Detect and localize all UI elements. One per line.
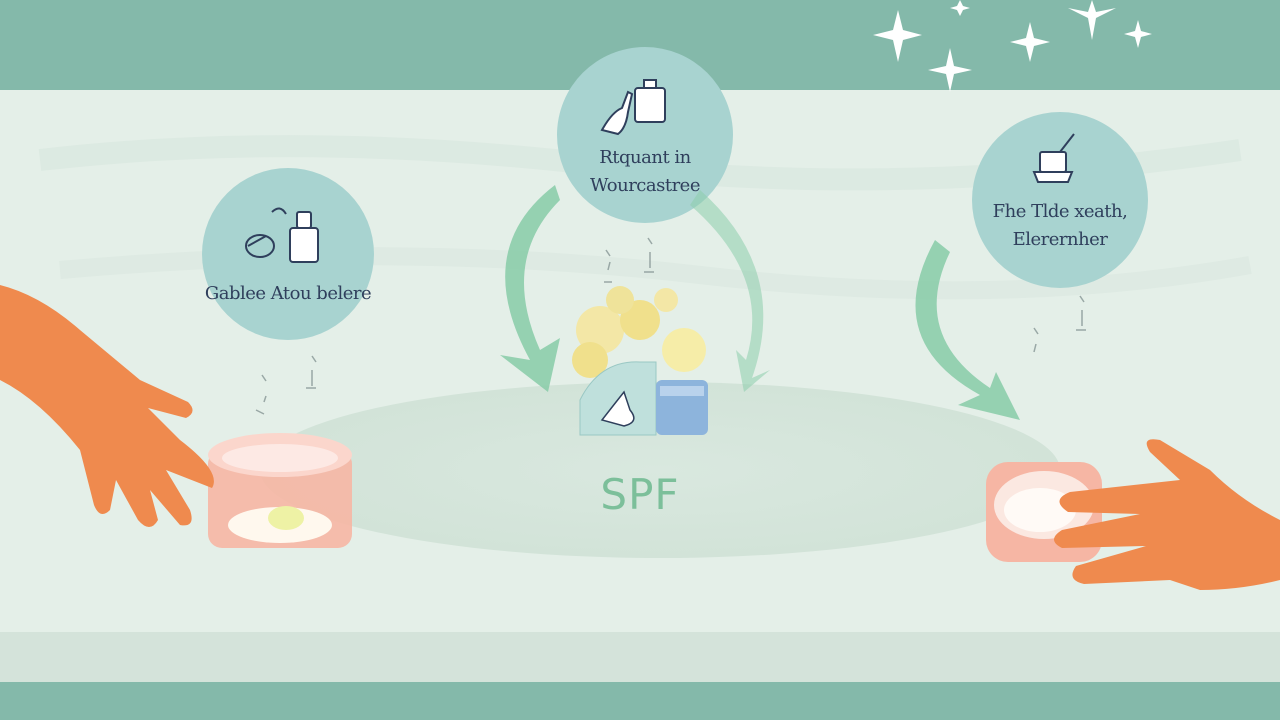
cream-jar-left (208, 433, 352, 548)
step-label-1-line1: Gablee Atou belere (204, 283, 372, 304)
right-hand (1054, 439, 1280, 590)
step-label-2-line2: Wourcastree (589, 175, 701, 196)
step-label-2: Rtquant in Wourcastree (560, 144, 730, 200)
step-circle-3 (972, 112, 1148, 288)
step-circle-2 (557, 47, 733, 223)
droplet-marks (255, 237, 1086, 415)
moisturizer-jar-icon (1032, 133, 1075, 183)
sparkle-icon (873, 0, 1152, 92)
step-label-3: Fhe Tlde xeath, Elerernher (975, 198, 1145, 254)
step-label-1: Gablee Atou belere (178, 280, 398, 308)
serum-dropper-icon (600, 79, 666, 136)
step-label-3-line2: Elerernher (1012, 229, 1108, 250)
step-circle-1 (202, 168, 374, 340)
product-cluster (572, 286, 708, 436)
cleanser-bottle-icon (245, 207, 319, 263)
spf-label: SPF (600, 470, 680, 519)
platform (260, 382, 1060, 558)
bottom-band (0, 682, 1280, 720)
step-label-3-line1: Fhe Tlde xeath, (992, 201, 1128, 222)
left-hand (0, 285, 214, 527)
arrow-icon (500, 185, 1020, 420)
step-label-2-line1: Rtquant in (599, 147, 691, 168)
shelf-strip (0, 632, 1280, 682)
